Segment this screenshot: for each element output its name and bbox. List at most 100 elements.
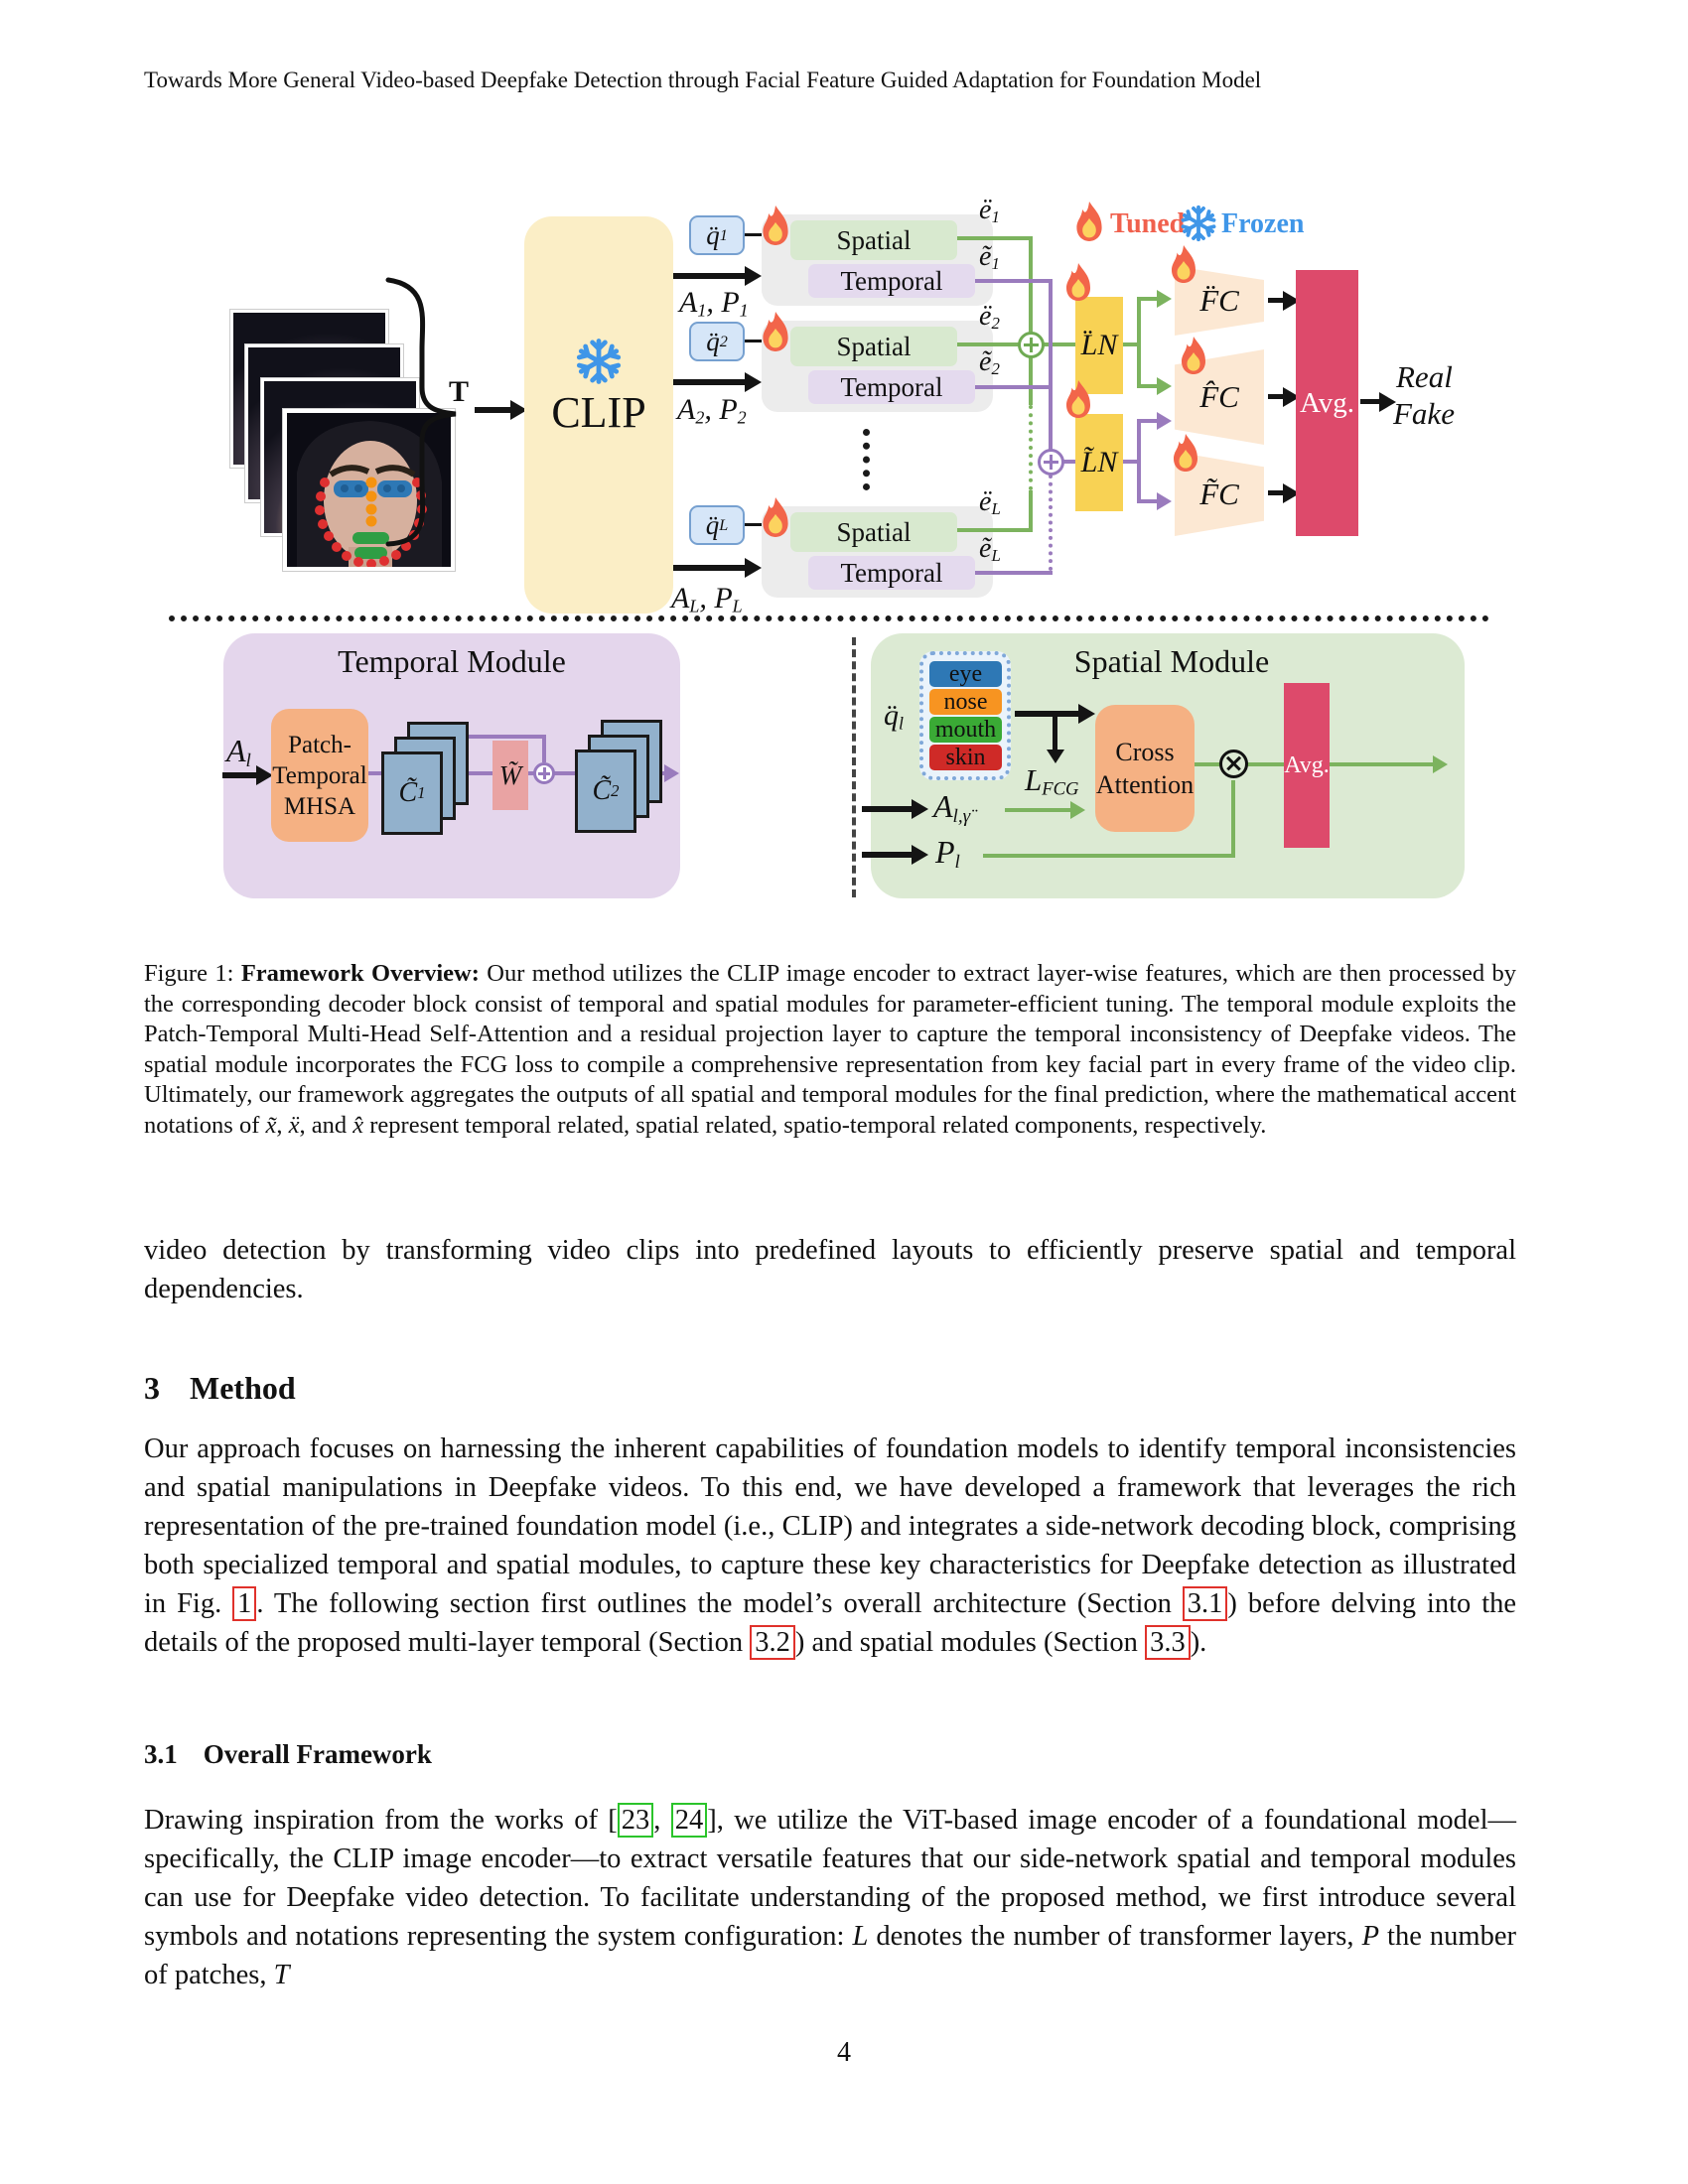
- layernorm-spatial-box: L̈N: [1075, 297, 1123, 394]
- tuned-flame-icon: [1076, 202, 1102, 241]
- e-spatial-1-label: ë1: [979, 195, 1000, 227]
- facial-part-nose: nose: [929, 689, 1002, 715]
- arrowhead-frames-to-clip: [510, 400, 527, 420]
- arrow-p-input: [862, 852, 915, 858]
- line-otimes-avg: [1247, 762, 1284, 766]
- patch-temporal-mhsa-box: Patch- Temporal MHSA: [271, 709, 368, 842]
- line-e-temporal-2: [975, 385, 1053, 389]
- heading-framework-title: Overall Framework: [203, 1739, 432, 1769]
- e-temporal-L-label: ẽL: [979, 533, 1001, 566]
- module-divider: [852, 637, 856, 897]
- branch-green-vertical: [1137, 299, 1141, 388]
- line-e-spatial-2: [957, 342, 1031, 346]
- arrowhead-p-input: [912, 845, 928, 865]
- arrow-parts-to-ca: [1015, 711, 1082, 717]
- layernorm-temporal-box: L̃N: [1075, 414, 1123, 511]
- temporal-input-label: Al: [226, 733, 251, 771]
- arrow-fc3-avg: [1268, 490, 1286, 495]
- brace: [385, 277, 457, 547]
- line-sum-to-ln-spatial: [1043, 342, 1075, 346]
- branch-to-fcg: [1053, 714, 1057, 751]
- features-l2-label: A2, P2: [677, 393, 747, 428]
- line-ca-otimes: [1195, 762, 1220, 766]
- page-number: 4: [837, 2037, 851, 2068]
- cross-attention-line2: Attention: [1095, 770, 1195, 799]
- arrow-avg-out: [1360, 399, 1382, 404]
- figure-separator: [169, 615, 1489, 621]
- paragraph-framework: Drawing inspiration from the works of [2…: [144, 1803, 1516, 1990]
- fake-label: Fake: [1393, 396, 1455, 431]
- branch-green-stub: [1123, 342, 1139, 346]
- arrow-frames-to-clip: [475, 407, 512, 413]
- spatial-average-box: Avg.: [1284, 683, 1330, 848]
- branch-purple-stub: [1123, 460, 1139, 464]
- fcg-loss-label: LFCG: [1025, 762, 1079, 800]
- ellipsis-blocks: [863, 429, 870, 490]
- clip-label: CLIP: [551, 387, 646, 437]
- frozen-icon: [575, 338, 623, 385]
- temporal-module-1: Temporal: [808, 264, 975, 298]
- arrowhead-fc1-avg: [1283, 291, 1300, 311]
- mhsa-line3: MHSA: [283, 792, 356, 820]
- arrow-clip-l1: [673, 273, 747, 279]
- line-e-spatial-1: [957, 236, 1031, 240]
- e-spatial-2-label: ë2: [979, 301, 1000, 334]
- trunk-spatial-dotted: [1029, 405, 1033, 490]
- sum-node-spatial-icon: [1018, 332, 1045, 358]
- tuned-flame-icon: [763, 497, 788, 537]
- spatial-module-2: Spatial: [790, 327, 957, 366]
- cross-attention-line1: Cross: [1115, 738, 1175, 766]
- arrowhead-purple-bottom: [1157, 492, 1172, 510]
- arrowhead-clip-l1: [745, 266, 762, 286]
- multiply-node-icon: [1219, 750, 1248, 778]
- average-box: Avg.: [1296, 270, 1358, 536]
- spatial-module-title: Spatial Module: [1073, 643, 1270, 679]
- connector-q2: [745, 340, 765, 342]
- spatial-module-1: Spatial: [790, 220, 957, 260]
- features-lL-label: AL, PL: [671, 582, 743, 616]
- arrowhead-avg-out: [1379, 392, 1396, 412]
- spatial-module-L: Spatial: [790, 512, 957, 552]
- facial-part-mouth: mouth: [929, 717, 1002, 743]
- running-head: Towards More General Video-based Deepfak…: [144, 68, 1262, 92]
- branch-purple-vertical: [1137, 421, 1141, 503]
- heading-method-number: 3: [144, 1370, 160, 1406]
- frozen-icon: [1180, 205, 1217, 242]
- arrowhead-parts-to-ca: [1078, 704, 1095, 724]
- arrowhead-purple-top: [1157, 412, 1172, 430]
- figure-1: T CLIP A1, P1 A2, P2 AL, PL q̈1 Spatial …: [0, 0, 1688, 933]
- e-spatial-L-label: ëL: [979, 486, 1001, 519]
- facial-part-skin: skin: [929, 745, 1002, 770]
- paragraph-intro: video detection by transforming video cl…: [144, 1235, 1516, 1304]
- mhsa-line2: Temporal: [272, 761, 367, 789]
- arrowhead-clip-lL: [745, 558, 762, 578]
- arrowhead-fc3-avg: [1283, 483, 1300, 503]
- branch-purple-top: [1137, 419, 1159, 423]
- cross-attention-box: Cross Attention: [1095, 705, 1195, 832]
- connector-q1: [745, 233, 765, 236]
- residual-sum-icon: [533, 762, 555, 784]
- arrowhead-fcg: [1047, 750, 1064, 763]
- mhsa-line1: Patch-: [288, 731, 352, 758]
- branch-green-top: [1137, 297, 1159, 301]
- tuned-flame-icon: [763, 205, 788, 245]
- clip-encoder-box: CLIP: [524, 216, 673, 614]
- figure-caption: Figure 1: Framework Overview: Our method…: [144, 960, 1516, 1139]
- arrow-clip-lL: [673, 565, 747, 571]
- line-sum-to-ln-temporal: [1063, 460, 1075, 464]
- line-sum-c2: [554, 771, 578, 775]
- arrowhead-green-top: [1157, 290, 1172, 308]
- video-frame-face-landmarks: [283, 409, 455, 571]
- c1-stack-front: C̃1: [381, 751, 443, 835]
- temporal-module-L: Temporal: [808, 556, 975, 590]
- line-e-temporal-L: [975, 571, 1053, 575]
- line-spatial-out: [1330, 762, 1437, 766]
- line-e-temporal-1: [975, 279, 1053, 283]
- tuned-flame-icon: [1174, 434, 1197, 472]
- temporal-module-title: Temporal Module: [338, 643, 566, 679]
- facial-part-eye: eye: [929, 661, 1002, 687]
- skip-right: [542, 735, 546, 762]
